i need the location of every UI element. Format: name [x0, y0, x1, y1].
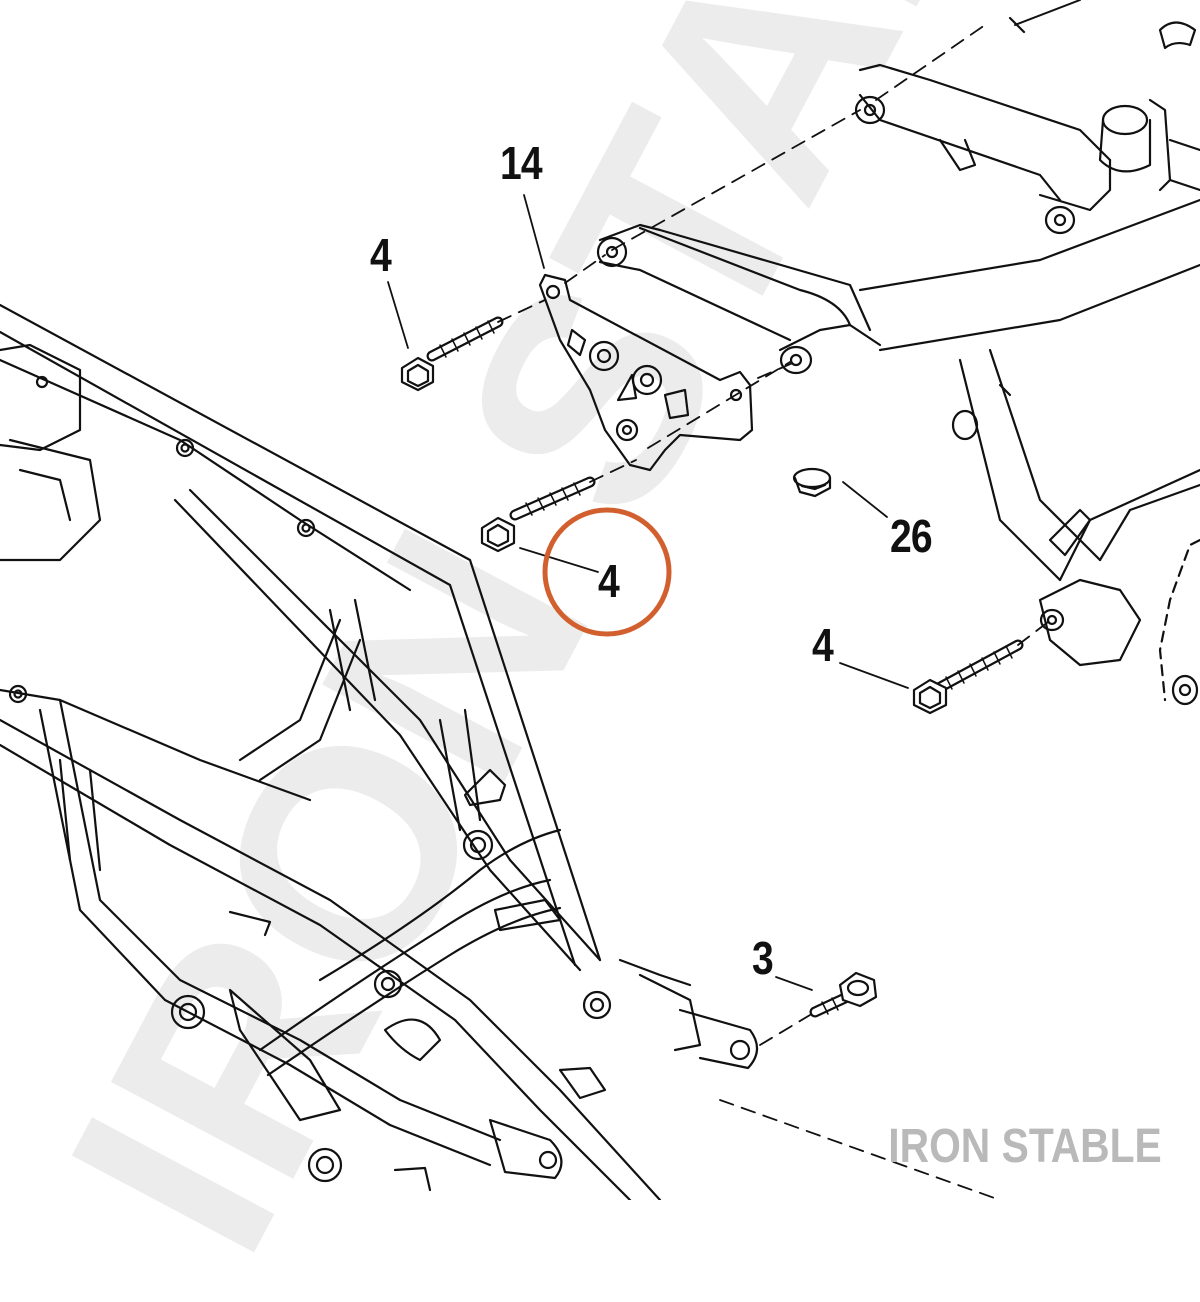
assembly-lines	[497, 24, 1049, 1200]
callout-14: 14	[500, 137, 543, 189]
main-frame	[0, 303, 759, 1200]
callout-4-right: 4	[812, 619, 834, 671]
bolt-right	[912, 639, 1024, 715]
bracket-part-14	[538, 273, 754, 472]
brand-label: IRON STABLE	[888, 1120, 1162, 1173]
highlight-circle	[542, 507, 672, 637]
callout-4-top: 4	[370, 229, 392, 281]
bolt-upper	[400, 316, 504, 392]
callout-3: 3	[752, 932, 774, 984]
callout-26: 26	[890, 510, 933, 562]
bolt-lower	[809, 971, 878, 1018]
rear-subframe	[596, 0, 1200, 706]
exploded-frame-diagram	[0, 0, 1200, 1200]
leader-lines	[387, 194, 909, 991]
clip-part-26	[792, 467, 832, 498]
callout-4-circled: 4	[598, 555, 620, 607]
bolt-circled	[480, 476, 596, 553]
